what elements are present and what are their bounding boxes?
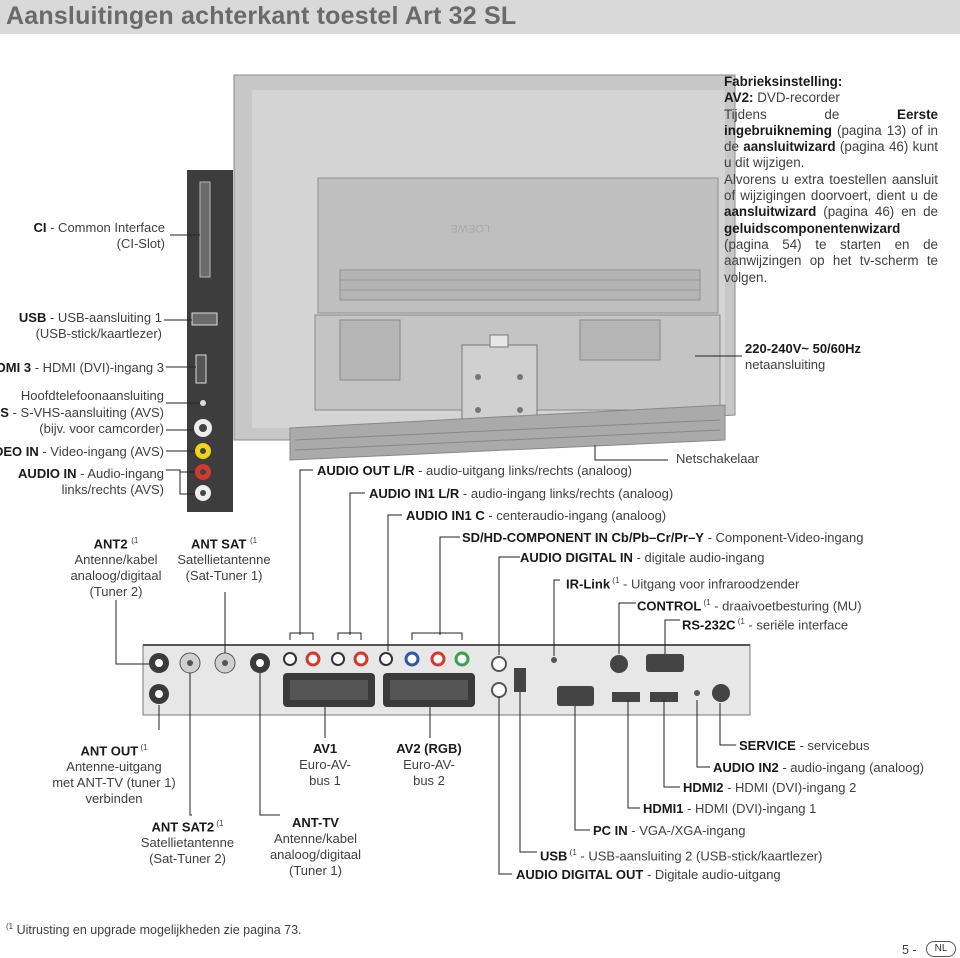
page-number: 5 -: [902, 943, 917, 957]
side-panel: [187, 170, 233, 512]
language-badge: NL: [926, 941, 956, 957]
info-paragraph-1: Tijdens de Eerste ingebruikneming (pagin…: [724, 106, 938, 171]
label-audio-in2: AUDIO IN2 - audio-ingang (analoog): [713, 760, 925, 775]
label-usb2: USB (1 - USB-aansluiting 2 (USB-stick/ka…: [540, 848, 823, 864]
label-control: CONTROL (1 - draaivoetbesturing (MU): [637, 598, 862, 614]
label-pc-in: PC IN - VGA-/XGA-ingang: [593, 823, 746, 838]
tv-back-housing: LOEWE: [233, 74, 736, 461]
label-rs232c: RS-232C (1 - seriële interface: [682, 617, 849, 633]
connector-panel: [142, 644, 751, 716]
info-av2-key: AV2:: [724, 90, 754, 106]
label-ir-link: IR-Link (1 - Uitgang voor infraroodzende…: [566, 576, 800, 592]
page-title: Aansluitingen achterkant toestel Art 32 …: [6, 2, 517, 30]
label-service: SERVICE - servicebus: [739, 738, 870, 753]
label-audio-in1-c: AUDIO IN1 C - centeraudio-ingang (analoo…: [406, 508, 667, 523]
label-audio-in1-lr: AUDIO IN1 L/R - audio-ingang links/recht…: [369, 486, 674, 501]
label-avs: AV-S - S-VHS-aansluiting (AVS)(bijv. voo…: [0, 405, 164, 436]
label-hdmi3: HDMI 3 - HDMI (DVI)-ingang 3: [0, 360, 164, 375]
title-bar: [0, 0, 960, 34]
label-audio-digital-out: AUDIO DIGITAL OUT - Digitale audio-uitga…: [516, 867, 781, 882]
label-headphone: Hoofdtelefoonaansluiting: [20, 388, 164, 403]
label-hdmi2: HDMI2 - HDMI (DVI)-ingang 2: [683, 780, 857, 795]
leader-lines: [115, 234, 742, 875]
label-usb1: USB - USB-aansluiting 1(USB-stick/kaartl…: [18, 310, 162, 341]
label-netschakelaar: Netschakelaar: [676, 451, 760, 466]
info-paragraph-2: Alvorens u extra toestellen aansluit of …: [724, 171, 938, 285]
label-hdmi1: HDMI1 - HDMI (DVI)-ingang 1: [643, 801, 817, 816]
label-video-in: VIDEO IN - Video-ingang (AVS): [0, 444, 164, 459]
label-component-in: SD/HD-COMPONENT IN Cb/Pb–Cr/Pr–Y - Compo…: [462, 530, 864, 545]
info-av2-value: DVD-recorder: [757, 90, 840, 106]
label-ci: CI - Common Interface(CI-Slot): [33, 220, 166, 251]
info-heading: Fabrieksinstelling:: [724, 74, 843, 89]
label-audio-out-lr: AUDIO OUT L/R - audio-uitgang links/rech…: [317, 463, 633, 478]
factory-settings-info: Fabrieksinstelling: AV2: DVD-recorder Ti…: [724, 74, 938, 286]
tv-logo: LOEWE: [450, 222, 490, 234]
label-audio-digital-in: AUDIO DIGITAL IN - digitale audio-ingang: [520, 550, 765, 565]
label-av2: AV2 (RGB)Euro-AV-bus 2: [396, 741, 462, 788]
footnote: (1 Uitrusting en upgrade mogelijkheden z…: [6, 922, 302, 938]
